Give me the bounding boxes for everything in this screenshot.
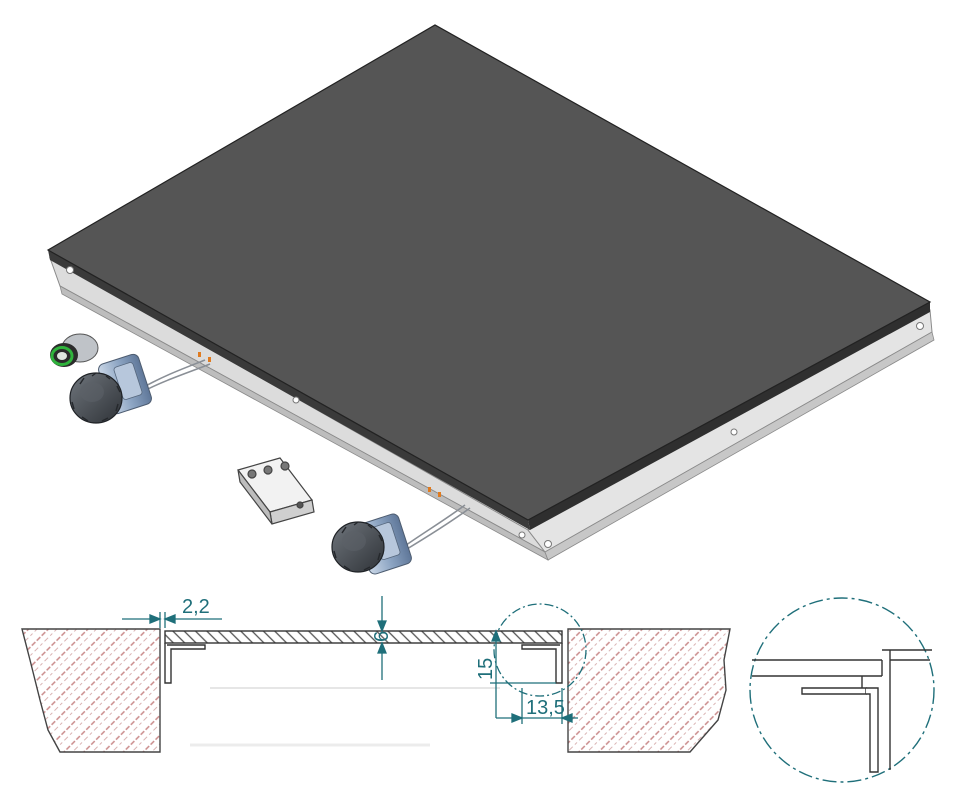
- frame-screw: [518, 531, 526, 539]
- frame-screw: [544, 540, 552, 548]
- dimensions: [122, 596, 578, 724]
- glass-edge-right: [528, 302, 930, 530]
- frame-profile-left: [164, 643, 206, 684]
- cooktop-isometric: [46, 24, 935, 561]
- detail-marker-circle: [493, 603, 587, 697]
- control-knob-right: [331, 513, 412, 575]
- connector: [208, 357, 211, 362]
- mounting-bracket: [236, 457, 315, 525]
- frame-screw: [916, 322, 924, 330]
- frame-screw: [730, 428, 738, 436]
- worktop-right: [567, 628, 731, 753]
- worktop-left: [21, 628, 161, 753]
- glass-section: [164, 630, 563, 644]
- glass-top: [46, 24, 932, 521]
- detail-view: [749, 597, 935, 783]
- dimension-gap-width: 2,2: [182, 596, 210, 618]
- connector: [428, 487, 431, 492]
- frame-profile-right: [521, 643, 563, 684]
- cross-section: [21, 603, 731, 753]
- frame-front-right-lower: [544, 331, 935, 561]
- dimension-frame-offset: 13,5: [526, 697, 565, 719]
- frame-screw: [66, 266, 74, 274]
- dimension-glass-thickness: 6: [371, 631, 393, 642]
- frame-screw: [292, 396, 300, 404]
- connector: [198, 352, 201, 357]
- led-indicator: [50, 333, 99, 367]
- connector: [438, 492, 441, 497]
- dimension-frame-height: 15: [475, 658, 497, 680]
- glass-edge-left: [48, 250, 530, 530]
- control-knob-left: [69, 353, 152, 424]
